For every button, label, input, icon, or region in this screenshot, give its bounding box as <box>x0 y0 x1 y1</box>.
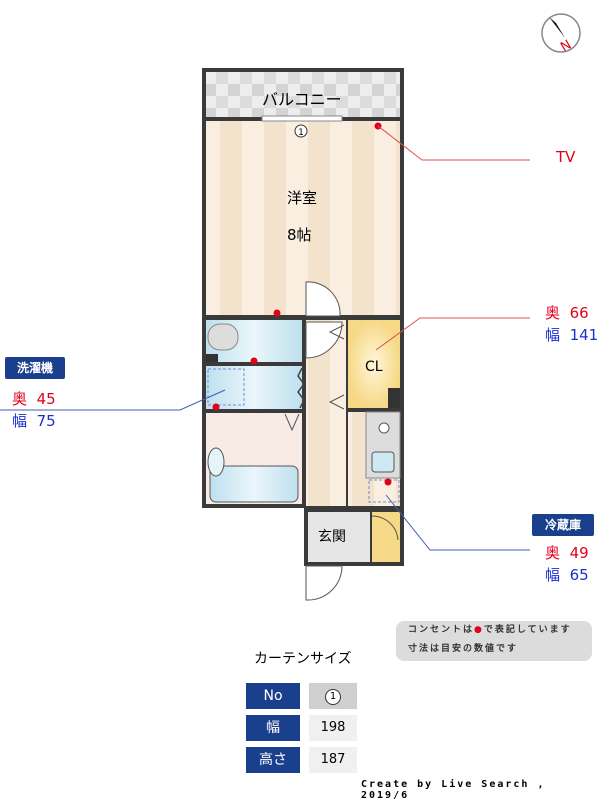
curtain-height-value: 187 <box>309 747 357 773</box>
compass-icon <box>541 13 581 53</box>
washer-width: 幅 75 <box>12 412 56 430</box>
western-label: 洋室 <box>287 189 318 207</box>
outlet-icon: ● <box>474 625 484 635</box>
note-box: コンセントは●で表記しています 寸法は目安の数値です <box>396 621 592 661</box>
washer-tag: 洗濯機 <box>5 357 65 379</box>
washer-depth: 奥 45 <box>12 390 56 408</box>
western-size: 8帖 <box>287 226 312 244</box>
curtain-marker-icon <box>294 124 308 138</box>
toilet-icon <box>207 323 239 351</box>
entrance <box>308 512 370 562</box>
fridge-leader <box>385 494 530 551</box>
closet-depth: 奥 66 <box>545 304 589 322</box>
curtain-width-value: 198 <box>309 715 357 741</box>
western-room <box>206 121 400 315</box>
washroom <box>206 366 302 409</box>
curtain-no-header: No <box>246 683 300 709</box>
credit: Create by Live Search , 2019/6 <box>361 779 546 801</box>
curtain-width-header: 幅 <box>246 715 300 741</box>
balcony-label: バルコニー <box>262 90 342 109</box>
tv-leader <box>377 125 530 161</box>
curtain-marker: 1 <box>298 128 304 138</box>
tv-label: TV <box>556 148 576 166</box>
curtain-title: カーテンサイズ <box>254 651 352 667</box>
balcony <box>206 72 400 117</box>
closet-leader <box>375 317 530 351</box>
closet-label: CL <box>365 359 383 375</box>
fridge-width: 幅 65 <box>545 566 589 584</box>
curtain-no-value: 1 <box>309 683 357 709</box>
fridge-space <box>368 479 400 503</box>
washer-space <box>207 368 245 406</box>
entrance-label: 玄関 <box>318 529 346 545</box>
fridge-tag: 冷蔵庫 <box>532 514 594 536</box>
washer-leader <box>0 389 226 411</box>
curtain-height-header: 高さ <box>246 747 300 773</box>
closet-width: 幅 141 <box>545 326 599 344</box>
fridge-depth: 奥 49 <box>545 544 589 562</box>
window <box>261 115 343 122</box>
